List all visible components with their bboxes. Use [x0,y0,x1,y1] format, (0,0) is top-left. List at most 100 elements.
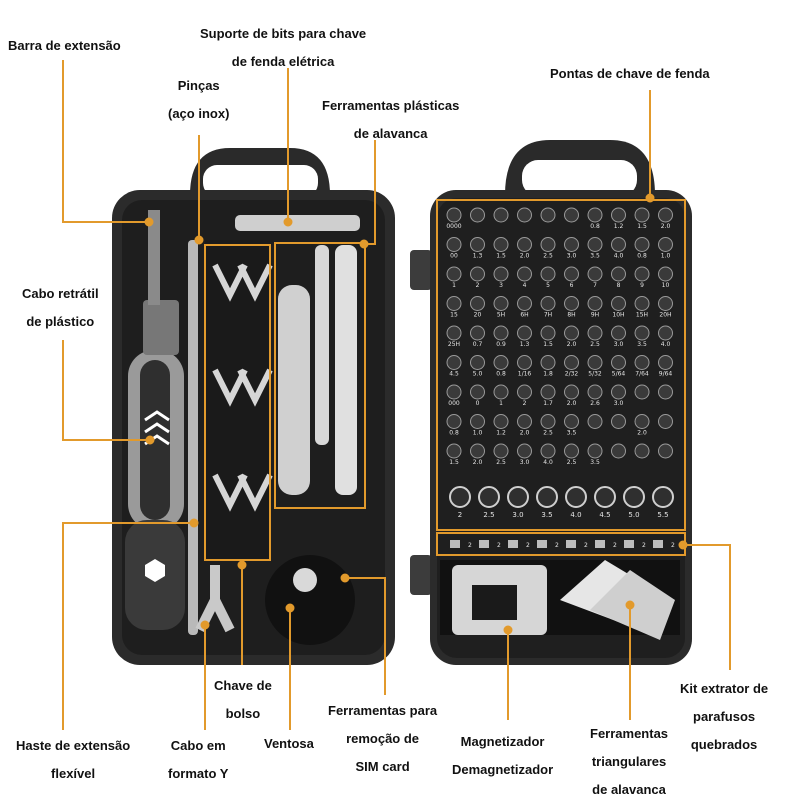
bit-label: 3 [499,282,503,289]
large-bit-label: 2 [458,511,462,519]
bit-slot [470,414,485,429]
bit-slot [564,325,579,341]
bit-label: 2.5 [543,253,553,260]
bit-slot [493,207,509,223]
bit-slot [564,384,579,400]
large-bit [478,486,500,508]
large-bit [507,486,529,508]
label-ferramentas-triangulares: Ferramentas triangulares de alavanca [590,720,668,804]
label-barra-extensao: Barra de extensão [8,32,121,60]
bit-slot [517,384,532,400]
bit-label: 10H [612,312,624,319]
bit-slot [658,325,673,341]
bit-slot [446,325,462,341]
bit-label: 6H [520,312,528,319]
bit-slot [658,266,673,282]
label-chave-bolso: Chave de bolso [214,672,272,728]
bit-label: 0.7 [473,341,483,348]
bit-slot [564,207,579,223]
bit-label: 1 [452,282,456,289]
bit-label: 2.5 [543,430,553,437]
bit-slot [611,237,626,252]
label-ventosa: Ventosa [264,730,314,758]
bit-label: 2.0 [520,253,530,260]
label-line: parafusos [693,709,756,724]
strip-bit-label: 2 [497,542,501,549]
bit-label: 9/64 [659,371,673,378]
bit-slot [470,296,485,311]
bit-label: 2.0 [661,223,671,230]
bit-label: 3.0 [614,341,624,348]
bit-label: 3.0 [567,253,577,260]
strip-bit [624,540,634,548]
bit-slot [587,414,603,429]
bit-slot [446,207,462,223]
bit-slot [587,384,603,400]
bit-label: 4 [523,282,527,289]
bit-label: 8H [567,312,575,319]
bit-label: 3.5 [590,253,600,260]
bit-label: 1.2 [496,430,506,437]
bit-slot [470,325,485,341]
bit-slot [587,355,603,370]
large-bit [652,486,674,508]
strip-bit-label: 2 [613,542,617,549]
bit-slot [564,414,579,429]
bit-label: 1.2 [614,223,624,230]
bit-slot [446,414,462,429]
label-line: de alavanca [592,782,666,797]
bit-slot [634,207,650,223]
bit-label: 1/16 [518,371,532,378]
label-line: bolso [225,706,261,721]
bit-label: 1.5 [496,253,506,260]
bit-slot [564,266,579,282]
bit-slot [611,325,626,341]
bit-slot [540,414,556,429]
bit-slot [658,296,673,311]
label-ferramentas-sim: Ferramentas para remoção de SIM card [328,697,437,781]
bit-slot [540,443,556,459]
bit-label: 1.3 [520,341,530,348]
label-line: Barra de extensão [8,38,121,53]
bit-slot [540,296,556,311]
bit-slot [587,207,603,223]
large-bit-label: 5.5 [657,511,668,519]
bit-label: 4.0 [614,253,624,260]
bit-slot [634,355,650,370]
bit-label: 2.0 [567,400,577,407]
strip-bit-label: 2 [526,542,530,549]
highlight-boxes [204,199,686,561]
large-bit [449,486,471,508]
strip-bit-label: 2 [468,542,472,549]
strip-bit [653,540,663,548]
bit-slot [540,384,556,400]
label-haste-flexivel: Haste de extensão flexível [16,732,130,788]
bit-slot [470,207,485,223]
bit-slot [564,296,579,311]
bit-label: 3.0 [614,400,624,407]
bit-slot [634,443,650,459]
bit-label: 1.0 [661,253,671,260]
bit-label: 15 [450,312,458,319]
bit-slot [517,207,532,223]
strip-bit [450,540,460,548]
label-line: Ferramentas plásticas [322,98,460,113]
bit-slot [540,325,556,341]
bit-slot [564,443,579,459]
label-line: Suporte de bits para chave [200,26,367,41]
label-line: Haste de extensão [16,738,131,753]
bit-slot [540,207,556,223]
large-bit-label: 3.0 [512,511,523,519]
bit-slot [564,237,579,252]
bit-label: 0000 [446,223,461,230]
large-bit [594,486,616,508]
bit-slot [446,355,462,370]
bit-label: 000 [448,400,460,407]
bit-label: 0.9 [496,341,506,348]
bit-label: 1.8 [543,371,553,378]
bit-slot [658,237,673,252]
strip-bit [595,540,605,548]
bit-label: 4.0 [543,459,553,466]
left-case [112,148,395,665]
bit-slot [634,296,650,311]
